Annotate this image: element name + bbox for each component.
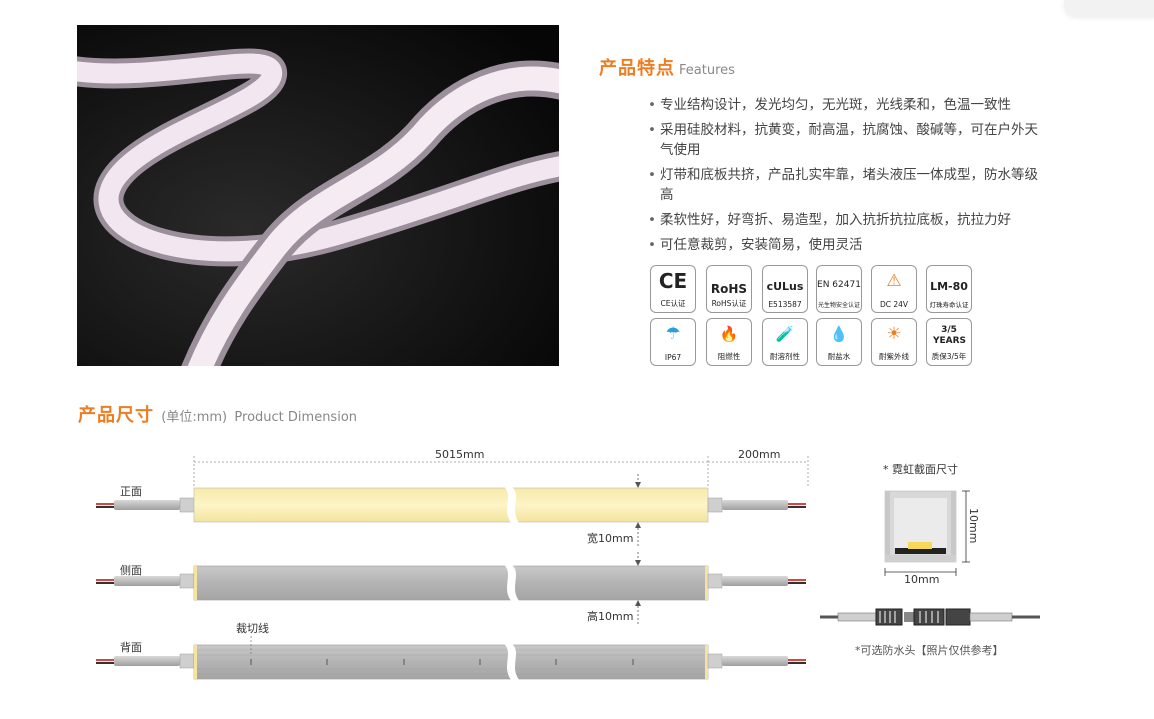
cert-label: 光生物安全认证 [817,302,860,309]
feature-item: 专业结构设计，发光均匀，无光斑，光线柔和，色温一致性 [648,95,1048,115]
cert-badge: LM-80 灯珠寿命认证 [926,265,972,313]
dimension-title: 产品尺寸 (单位:mm) Product Dimension [78,401,357,427]
en62471-icon: EN 62471 [817,280,861,290]
cert-badge: cULus E513587 [762,265,808,313]
feature-item: 可任意裁剪，安装简易，使用灵活 [648,235,1048,255]
salt-water-resistant-icon: 💧 [829,325,849,343]
cert-badge: ☂ IP67 [650,318,696,366]
cert-badge: CE CE认证 [650,265,696,313]
uv-resistant-icon: ☀ [886,324,902,344]
connector-note: *可选防水头【照片仅供参考】 [855,644,1004,657]
front-view-label: 正面 [120,485,142,498]
feature-item: 采用硅胶材料，抗黄变，耐高温，抗腐蚀、酸碱等，可在户外天气使用 [648,120,1048,160]
width-dimension-arrow [635,474,641,548]
height-label: 高10mm [587,610,634,623]
cut-line-label: 裁切线 [236,622,269,635]
front-view-strip [96,486,806,524]
cert-label: 质保3/5年 [931,352,967,361]
section-title: * 霓虹截面尺寸 [883,463,958,476]
cert-label: IP67 [664,353,682,362]
cert-badge: 3/5 YEARS 质保3/5年 [926,318,972,366]
lm80-icon: LM-80 [930,280,968,293]
voltage-warning-icon: ⚠ [886,271,902,291]
cert-label: 耐溶剂性 [770,352,800,361]
length-dimension-line [193,456,809,486]
product-photo [77,25,559,366]
lead-length-label: 200mm [738,448,781,461]
dimension-title-en: Product Dimension [234,410,358,425]
cert-label: 灯珠寿命认证 [929,301,969,309]
dimension-unit: (单位:mm) [161,410,228,425]
cert-label: RoHS认证 [711,299,747,308]
warranty-icon: 3/5 YEARS [933,325,967,346]
height-dimension-arrow [635,552,641,626]
section-height-label: 10mm [967,508,980,544]
cert-badge: 🧪 耐溶剂性 [762,318,808,366]
back-view-label: 背面 [120,641,142,654]
side-view-strip [96,564,806,602]
waterproof-connector-illustration [820,608,1040,626]
cert-label: 耐紫外线 [879,352,909,361]
cert-label: 耐盐水 [827,352,851,361]
feature-item: 灯带和底板共挤，产品扎实牢靠，堵头液压一体成型，防水等级高 [648,165,1048,205]
cert-badge: 💧 耐盐水 [816,318,862,366]
cert-badge: 🔥 阻燃性 [706,318,752,366]
cert-badge: EN 62471 光生物安全认证 [816,265,862,313]
width-label: 宽10mm [587,532,634,545]
cert-label: E513587 [768,300,802,309]
flame-retardant-icon: 🔥 [719,325,739,343]
ul-icon: cULus [766,280,804,293]
cert-badge: ⚠ DC 24V [871,265,917,313]
dimension-title-cn: 产品尺寸 [78,405,154,426]
features-title-cn: 产品特点 [599,58,675,79]
features-title-en: Features [679,63,735,78]
features-list: 专业结构设计，发光均匀，无光斑，光线柔和，色温一致性 采用硅胶材料，抗黄变，耐高… [648,95,1048,260]
cross-section-diagram [884,490,970,576]
cert-label: DC 24V [879,300,909,309]
length-label: 5015mm [435,448,485,461]
solvent-resistant-icon: 🧪 [775,325,795,343]
features-title: 产品特点 Features [599,54,735,80]
cert-badge: RoHS RoHS认证 [706,265,752,313]
waterproof-umbrella-icon: ☂ [665,324,681,344]
side-view-label: 侧面 [120,564,142,577]
cert-label: CE认证 [660,299,686,308]
corner-decoration [1064,0,1154,16]
back-view-strip [96,636,806,681]
section-width-label: 10mm [904,573,940,586]
ce-icon: CE [658,269,688,293]
neon-strip-image [77,25,559,366]
cut-line-marks [250,659,634,665]
rohs-icon: RoHS [710,282,748,296]
cert-badge: ☀ 耐紫外线 [871,318,917,366]
feature-item: 柔软性好，好弯折、易造型，加入抗折抗拉底板，抗拉力好 [648,210,1048,230]
cert-label: 阻燃性 [717,352,741,361]
